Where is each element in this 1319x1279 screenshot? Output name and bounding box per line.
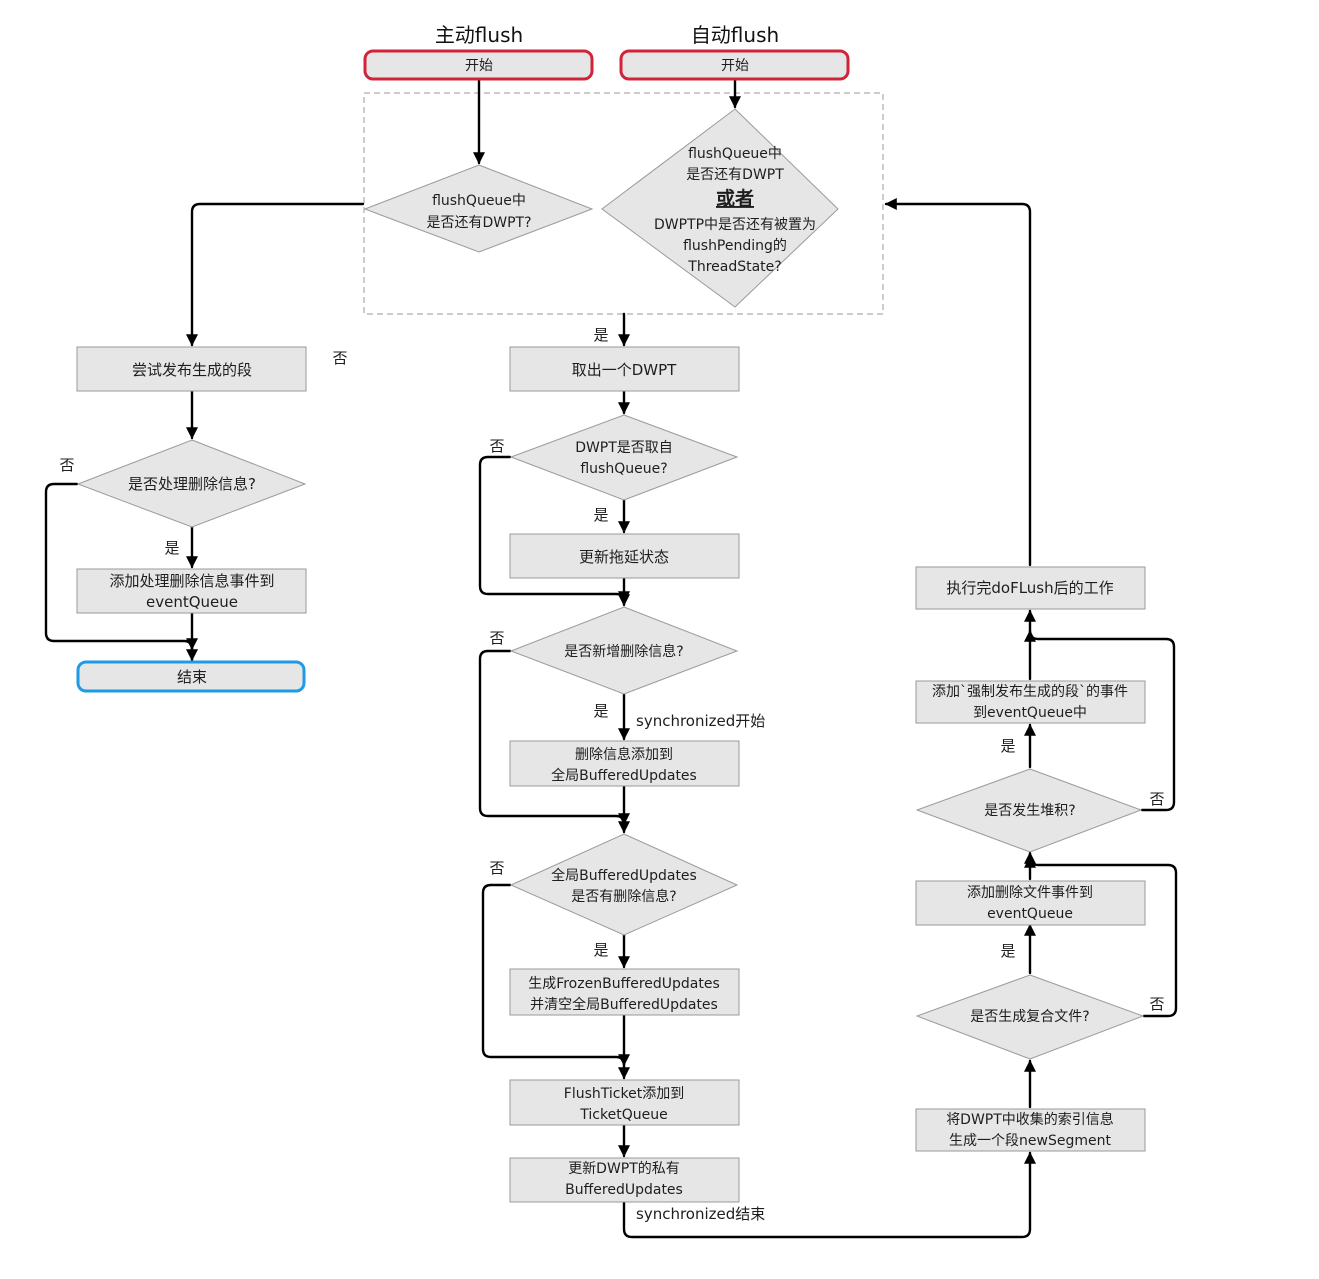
edge-private-segment — [622, 1151, 1036, 1239]
label-no-global-has-delete: 否 — [489, 859, 504, 877]
label-yes-compound: 是 — [1000, 942, 1015, 960]
process-after-doflush-label: 执行完doFLush后的工作 — [946, 579, 1113, 597]
start-manual — [363, 49, 594, 81]
process-take-dwpt — [509, 346, 740, 392]
label-no-compound: 否 — [1149, 995, 1164, 1013]
start-auto — [619, 49, 850, 81]
decision-new-delete-label: 是否新增删除信息? — [564, 643, 683, 660]
label-yes-new-delete: 是 — [593, 702, 608, 720]
process-add-force-publish-line1: 添加`强制发布生成的段`的事件 — [932, 684, 1128, 700]
process-add-delete-event-line1: 添加处理删除信息事件到 — [109, 572, 274, 590]
edge-no-try-publish — [186, 202, 365, 347]
label-yes-backlog: 是 — [1000, 737, 1015, 755]
decision-auto-line4: flushPending的 — [683, 238, 787, 254]
process-gen-frozen-line2: 并清空全局BufferedUpdates — [530, 996, 718, 1013]
process-after-doflush — [915, 566, 1146, 610]
title-manual-flush: 主动flush — [435, 23, 523, 47]
decision-global-has-delete-line1: 全局BufferedUpdates — [551, 867, 697, 884]
process-update-private-line2: BufferedUpdates — [565, 1182, 683, 1198]
label-no-backlog: 否 — [1149, 790, 1164, 808]
process-take-dwpt-label: 取出一个DWPT — [572, 361, 677, 379]
decision-from-queue-line2: flushQueue? — [580, 461, 667, 477]
label-no-from-queue: 否 — [489, 437, 504, 455]
label-yes-global-has-delete: 是 — [593, 941, 608, 959]
process-try-publish — [76, 346, 307, 392]
process-add-delete-file-event-line1: 添加删除文件事件到 — [967, 885, 1093, 901]
decision-compound — [915, 974, 1145, 1060]
process-update-private-line1: 更新DWPT的私有 — [568, 1161, 680, 1177]
decision-global-has-delete — [509, 833, 739, 936]
edge-no-end — [44, 482, 198, 651]
edge-no-after — [1024, 629, 1176, 812]
decision-compound-label: 是否生成复合文件? — [970, 1008, 1089, 1025]
label-no-process-delete: 否 — [59, 456, 74, 474]
process-gen-segment — [915, 1108, 1146, 1152]
start-manual-label: 开始 — [465, 58, 493, 74]
decision-process-delete — [76, 439, 307, 528]
process-update-stall-label: 更新拖延状态 — [579, 548, 669, 566]
decision-auto-line2: 是否还有DWPT — [686, 167, 784, 183]
edge-no-ticket — [481, 883, 630, 1067]
label-yes-from-queue: 是 — [593, 506, 608, 524]
label-sync-end: synchronized结束 — [636, 1205, 765, 1223]
process-add-delete-file-event-line2: eventQueue — [987, 906, 1073, 922]
process-add-delete-file-event — [915, 880, 1146, 926]
end-node-label: 结束 — [177, 668, 207, 686]
decision-backlog — [915, 768, 1143, 853]
process-try-publish-label: 尝试发布生成的段 — [132, 361, 252, 379]
process-gen-frozen-line1: 生成FrozenBufferedUpdates — [528, 976, 720, 992]
process-gen-segment-line2: 生成一个段newSegment — [949, 1133, 1111, 1149]
process-add-delete-global-line1: 删除信息添加到 — [575, 746, 673, 763]
decision-from-queue — [509, 414, 739, 501]
decision-manual-queue — [363, 164, 594, 253]
decision-new-delete — [509, 606, 739, 695]
start-auto-label: 开始 — [721, 58, 749, 74]
edge-loop-back — [884, 198, 1032, 567]
edge-no-global-has-delete — [478, 649, 630, 826]
process-gen-segment-line1: 将DWPT中收集的索引信息 — [946, 1111, 1114, 1128]
process-add-delete-global-line2: 全局BufferedUpdates — [551, 767, 697, 784]
process-flush-ticket — [509, 1079, 740, 1126]
decision-auto-line1: flushQueue中 — [688, 146, 782, 162]
edge-no-new-delete — [478, 455, 630, 604]
process-update-private — [509, 1157, 740, 1203]
label-yes-group: 是 — [593, 326, 608, 344]
process-update-stall — [509, 533, 740, 579]
label-yes-process-delete: 是 — [164, 539, 179, 557]
label-sync-start: synchronized开始 — [636, 712, 765, 730]
process-add-delete-global — [509, 740, 740, 787]
decision-manual-queue-line1: flushQueue中 — [432, 193, 526, 209]
label-no-manual: 否 — [332, 349, 347, 367]
edge-no-backlog — [1024, 855, 1178, 1018]
decision-global-has-delete-line2: 是否有删除信息? — [571, 888, 676, 905]
process-add-force-publish — [915, 680, 1146, 724]
process-add-delete-event — [76, 568, 307, 614]
decision-auto-line5: ThreadState? — [687, 259, 781, 275]
process-flush-ticket-line2: TicketQueue — [579, 1107, 667, 1123]
process-flush-ticket-line1: FlushTicket添加到 — [564, 1086, 684, 1102]
process-add-force-publish-line2: 到eventQueue中 — [973, 705, 1087, 721]
end-node — [76, 660, 306, 693]
decision-auto-or: 或者 — [716, 187, 754, 210]
process-add-delete-event-line2: eventQueue — [146, 593, 238, 611]
label-no-new-delete: 否 — [489, 629, 504, 647]
decision-auto-queue — [601, 108, 839, 308]
title-auto-flush: 自动flush — [691, 23, 779, 47]
process-gen-frozen — [509, 968, 740, 1016]
decision-process-delete-label: 是否处理删除信息? — [128, 475, 256, 493]
decision-auto-line3: DWPTP中是否还有被置为 — [654, 217, 816, 233]
decision-manual-queue-line2: 是否还有DWPT? — [426, 215, 531, 231]
decision-backlog-label: 是否发生堆积? — [984, 803, 1075, 819]
decision-from-queue-line1: DWPT是否取自 — [575, 440, 673, 456]
